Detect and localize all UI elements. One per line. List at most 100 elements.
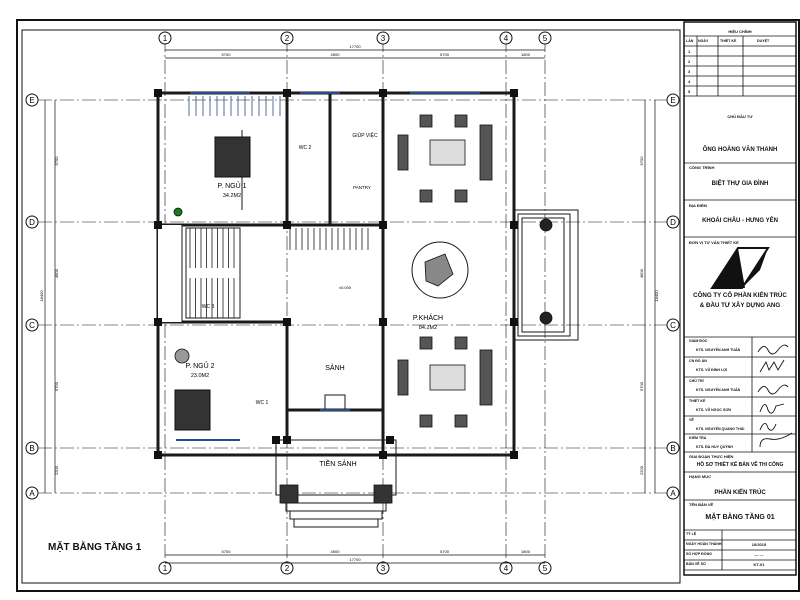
grid-label: 3 (381, 34, 386, 43)
info-label: TỶ LỆ (686, 532, 697, 536)
phase-label: GIAI ĐOẠN THỰC HIỆN (689, 454, 734, 459)
signature-name: KTS. NGUYỄN ANH TUẤN (696, 348, 741, 352)
signature-role: VẼ (689, 418, 694, 422)
column (379, 318, 387, 326)
signature-name: KTS. VŨ ĐÌNH LỢI (696, 368, 728, 372)
column (510, 451, 518, 459)
revision-row-number: 5 (688, 89, 691, 94)
grid-bubble (538, 561, 552, 575)
dimension-text: 2200 (54, 465, 59, 475)
grid-label: B (670, 444, 675, 453)
phase: HỒ SƠ THIẾT KẾ BẢN VẼ THI CÔNG (696, 462, 784, 468)
grid-bubble (666, 318, 680, 332)
grid-label: A (29, 489, 35, 498)
room-name: WC 1 (256, 400, 269, 406)
grid-bubble (25, 486, 39, 500)
drawing-name: MẶT BẰNG TẦNG 01 (705, 514, 775, 521)
title-block-grid (684, 35, 796, 571)
column (154, 221, 162, 229)
revision-row-number: 3 (688, 69, 691, 74)
grid-bubble (666, 215, 680, 229)
dimension-text: 5700 (54, 381, 59, 391)
grid-label: E (670, 96, 675, 105)
column (386, 436, 394, 444)
grid-bubble (376, 31, 390, 45)
signature-role: KIỂM TRA (689, 436, 707, 440)
signatures (757, 344, 793, 448)
column (283, 436, 291, 444)
grid-bubble (499, 561, 513, 575)
grid-label: B (29, 444, 34, 453)
signature-role: GIÁM ĐỐC (689, 339, 708, 343)
grid-label: 2 (285, 564, 290, 573)
room-name: SẢNH (325, 363, 344, 372)
project-name: BIỆT THỰ GIA ĐÌNH (711, 181, 769, 187)
dimension-text: 4500 (331, 52, 341, 57)
location-label: ĐỊA ĐIỂM (689, 203, 707, 208)
column (154, 318, 162, 326)
dimension-text: 4800 (54, 268, 59, 278)
grid-bubble (376, 561, 390, 575)
dimension-total: 17700 (349, 557, 361, 562)
dimension-text: 1800 (521, 549, 531, 554)
revision-row-number: 1 (688, 49, 691, 54)
company-line1: CÔNG TY CỔ PHẦN KIẾN TRÚC (693, 292, 787, 299)
grid-bubble (538, 31, 552, 45)
dimension-total: 18400 (39, 290, 44, 302)
revision-row-number: 2 (688, 59, 691, 64)
signature-role: THIẾT KẾ (689, 399, 706, 403)
level-mark: ±0.000 (339, 285, 352, 290)
grid-label: C (29, 321, 35, 330)
room-name: TIỀN SẢNH (319, 458, 356, 468)
dimension-text: 5700 (54, 156, 59, 166)
revision-column-header: LẦN (686, 39, 694, 43)
room-area: 23.0M2 (191, 373, 209, 379)
grid-label: D (670, 218, 676, 227)
grid-bubble (25, 93, 39, 107)
info-value: KT-01 (753, 562, 765, 567)
signature-role: CN ĐỒ ÁN (689, 359, 707, 363)
dimension-text: 5700 (222, 52, 232, 57)
location: KHOÁI CHÂU - HƯNG YÊN (702, 218, 778, 224)
column (283, 318, 291, 326)
info-label: BẢN VẼ SỐ (686, 562, 706, 566)
signature-name: KTS. NGUYỄN QUANG THÁI (696, 427, 745, 431)
info-value: --- --- (754, 552, 764, 557)
room-name: PANTRY (353, 185, 371, 190)
column (379, 89, 387, 97)
room-name: P. NGỦ 1 (217, 181, 246, 190)
grid-bubble (666, 93, 680, 107)
grid-label: 5 (543, 564, 548, 573)
grid-bubble (499, 31, 513, 45)
grid-label: D (29, 218, 35, 227)
revision-column-header: NGÀY (698, 39, 709, 43)
room-area: 34.2M2 (223, 193, 241, 199)
owner-name: ÔNG HOÀNG VĂN THANH (702, 147, 778, 153)
revision-column-header: THIẾT KẾ (720, 39, 737, 43)
grid-label: 1 (163, 564, 168, 573)
dimension-text: 5700 (440, 549, 450, 554)
dimension-total: 17700 (349, 44, 361, 49)
dimension-text: 4500 (331, 549, 341, 554)
room-name: P. NGỦ 2 (185, 361, 214, 370)
dimension-text: 4800 (639, 268, 644, 278)
grid-label: 2 (285, 34, 290, 43)
grid-label: A (670, 489, 676, 498)
grid-label: 5 (543, 34, 548, 43)
room-name: GIÚP VIỆC (352, 131, 378, 139)
grid-bubble (158, 31, 172, 45)
dimension-total: 18400 (654, 290, 659, 302)
drawing-name-label: TÊN BẢN VẼ (689, 502, 714, 507)
grid-label: 4 (504, 34, 509, 43)
signature-name: KTS. NGUYỄN ANH TUẤN (696, 388, 741, 392)
revision-column-header: DUYỆT (757, 39, 770, 43)
dimension-text: 5700 (440, 52, 450, 57)
column (510, 89, 518, 97)
signature-role: CHỦ TRÌ (689, 379, 704, 383)
dimension-text: 5700 (222, 549, 232, 554)
signature-name: KTS. VŨ NGỌC SƠN (696, 408, 732, 412)
project-label: CÔNG TRÌNH (689, 165, 715, 170)
grid-bubble (158, 561, 172, 575)
grid-bubble (25, 215, 39, 229)
